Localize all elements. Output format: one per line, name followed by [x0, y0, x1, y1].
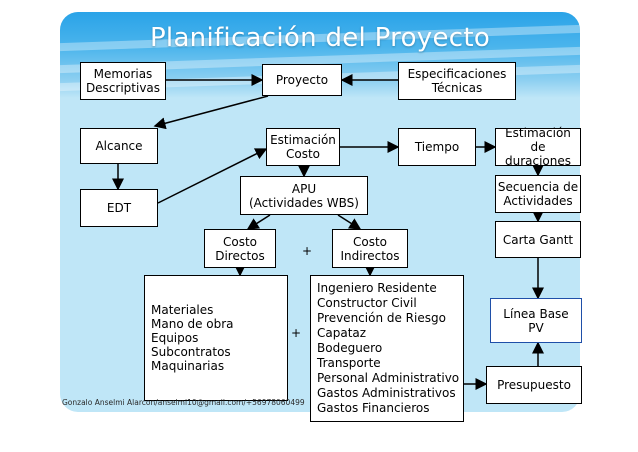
list-item: Constructor Civil: [317, 296, 417, 310]
plus-sign: +: [302, 244, 313, 258]
list-item: Gastos Administrativos: [317, 386, 456, 400]
node-label: Tiempo: [414, 140, 460, 154]
node-label: Actividades: [503, 194, 573, 208]
arrow-apu-directos: [246, 214, 271, 230]
node-secuencia: Secuencia de Actividades: [495, 175, 581, 213]
node-label: Técnicas: [431, 81, 483, 95]
list-item: Capataz: [317, 326, 367, 340]
arrow-edt-estimacion-costo: [157, 148, 268, 204]
node-label: Alcance: [95, 139, 143, 153]
node-presupuesto: Presupuesto: [486, 366, 582, 404]
node-label: PV: [528, 320, 544, 335]
arrow-apu-indirectos: [337, 214, 362, 230]
node-especificaciones: Especificaciones Técnicas: [398, 62, 516, 100]
list-item: Materiales: [151, 303, 214, 317]
author-footer: Gonzalo Anselmi Alarcon/anselmi10@gmail.…: [62, 398, 305, 407]
list-item: Bodeguero: [317, 341, 383, 355]
node-label: Memorias: [93, 67, 153, 81]
node-label: Costo: [285, 147, 321, 161]
node-label: APU: [291, 181, 317, 196]
node-costo-indirectos: Costo Indirectos: [332, 229, 408, 268]
plus-sign: +: [291, 326, 302, 340]
node-alcance: Alcance: [80, 128, 158, 164]
node-label: Proyecto: [275, 73, 329, 87]
node-label: Directos: [215, 248, 265, 263]
node-edt: EDT: [80, 189, 158, 227]
list-item: Mano de obra: [151, 317, 234, 331]
node-estimacion-duraciones: Estimación de duraciones: [495, 126, 581, 168]
list-item: Maquinarias: [151, 359, 225, 373]
node-indirectos-lista: Ingeniero Residente Constructor Civil Pr…: [310, 275, 464, 422]
node-label: Estimación: [505, 126, 571, 140]
node-label: Línea Base: [503, 306, 569, 321]
node-apu: APU (Actividades WBS): [240, 176, 368, 215]
node-proyecto: Proyecto: [262, 64, 342, 96]
arrow-proyecto-alcance: [153, 95, 269, 130]
page-title: Planificación del Proyecto: [149, 23, 491, 53]
node-label: (Actividades WBS): [249, 195, 359, 210]
node-label: Indirectos: [340, 248, 400, 263]
node-memorias: Memorias Descriptivas: [80, 62, 166, 100]
node-directos-lista: Materiales Mano de obra Equipos Subcontr…: [144, 275, 288, 401]
node-label: de duraciones: [504, 140, 572, 168]
node-label: Costo: [352, 234, 388, 249]
node-label: Costo: [222, 234, 258, 249]
node-linea-base: Línea Base PV: [490, 298, 582, 343]
node-label: Descriptivas: [85, 81, 161, 95]
list-item: Equipos: [151, 331, 199, 345]
list-item: Gastos Financieros: [317, 401, 430, 415]
node-label: Especificaciones: [407, 67, 507, 81]
node-label: Estimación: [270, 133, 336, 147]
node-label: Presupuesto: [497, 378, 571, 392]
list-item: Transporte: [317, 356, 381, 370]
node-label: EDT: [106, 201, 132, 215]
list-item: Personal Administrativo: [317, 371, 460, 385]
list-item: Prevención de Riesgo: [317, 311, 446, 325]
node-tiempo: Tiempo: [398, 128, 476, 166]
node-label: Carta Gantt: [502, 232, 574, 247]
node-costo-directos: Costo Directos: [204, 229, 276, 268]
node-label: Secuencia de: [497, 180, 579, 194]
node-estimacion-costo: Estimación Costo: [266, 128, 340, 166]
node-carta-gantt: Carta Gantt: [495, 221, 581, 258]
list-item: Subcontratos: [151, 345, 231, 359]
list-item: Ingeniero Residente: [317, 281, 437, 295]
